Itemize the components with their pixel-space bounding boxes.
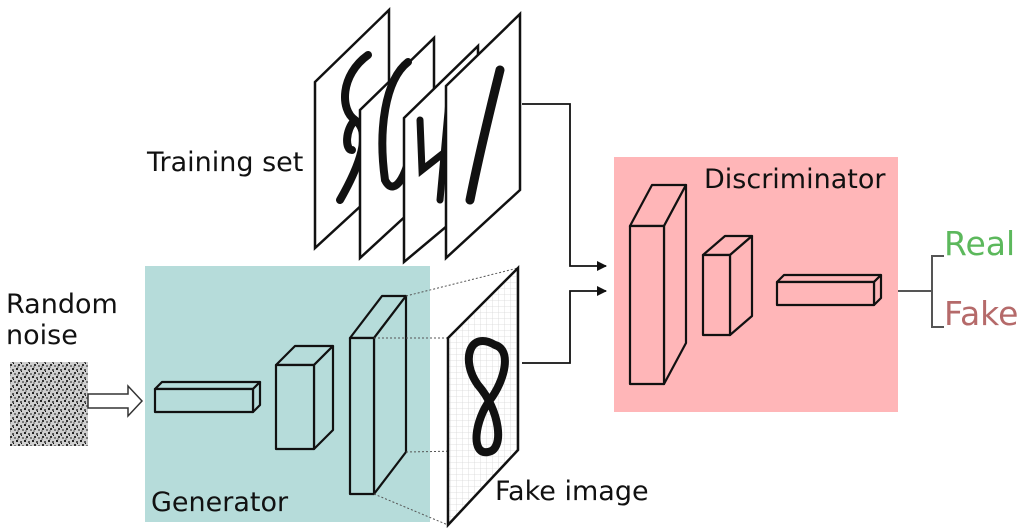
discriminator-layer-1 xyxy=(628,183,688,386)
random-noise-label-line2: noise xyxy=(6,320,78,351)
generator-layer-3 xyxy=(348,294,408,496)
discriminator-layer-3 xyxy=(775,273,883,307)
training-set-label: Training set xyxy=(146,147,303,178)
noise-to-generator-arrow xyxy=(87,384,144,418)
output-bracket xyxy=(898,255,944,328)
generator-label: Generator xyxy=(151,487,289,518)
training-card xyxy=(444,11,522,261)
fake-output-label: Fake xyxy=(944,294,1018,333)
random-noise-image xyxy=(10,362,88,446)
training-set-stack xyxy=(313,7,522,265)
generator-layer-1 xyxy=(153,380,262,414)
connectors xyxy=(522,103,607,364)
random-noise-label-line1: Random xyxy=(6,289,118,320)
fake-image-card xyxy=(446,264,520,528)
fake-image-label: Fake image xyxy=(495,476,649,507)
discriminator-layer-2 xyxy=(701,234,754,337)
discriminator-label: Discriminator xyxy=(704,164,886,195)
generator-layer-2 xyxy=(274,344,335,451)
real-output-label: Real xyxy=(944,224,1015,263)
